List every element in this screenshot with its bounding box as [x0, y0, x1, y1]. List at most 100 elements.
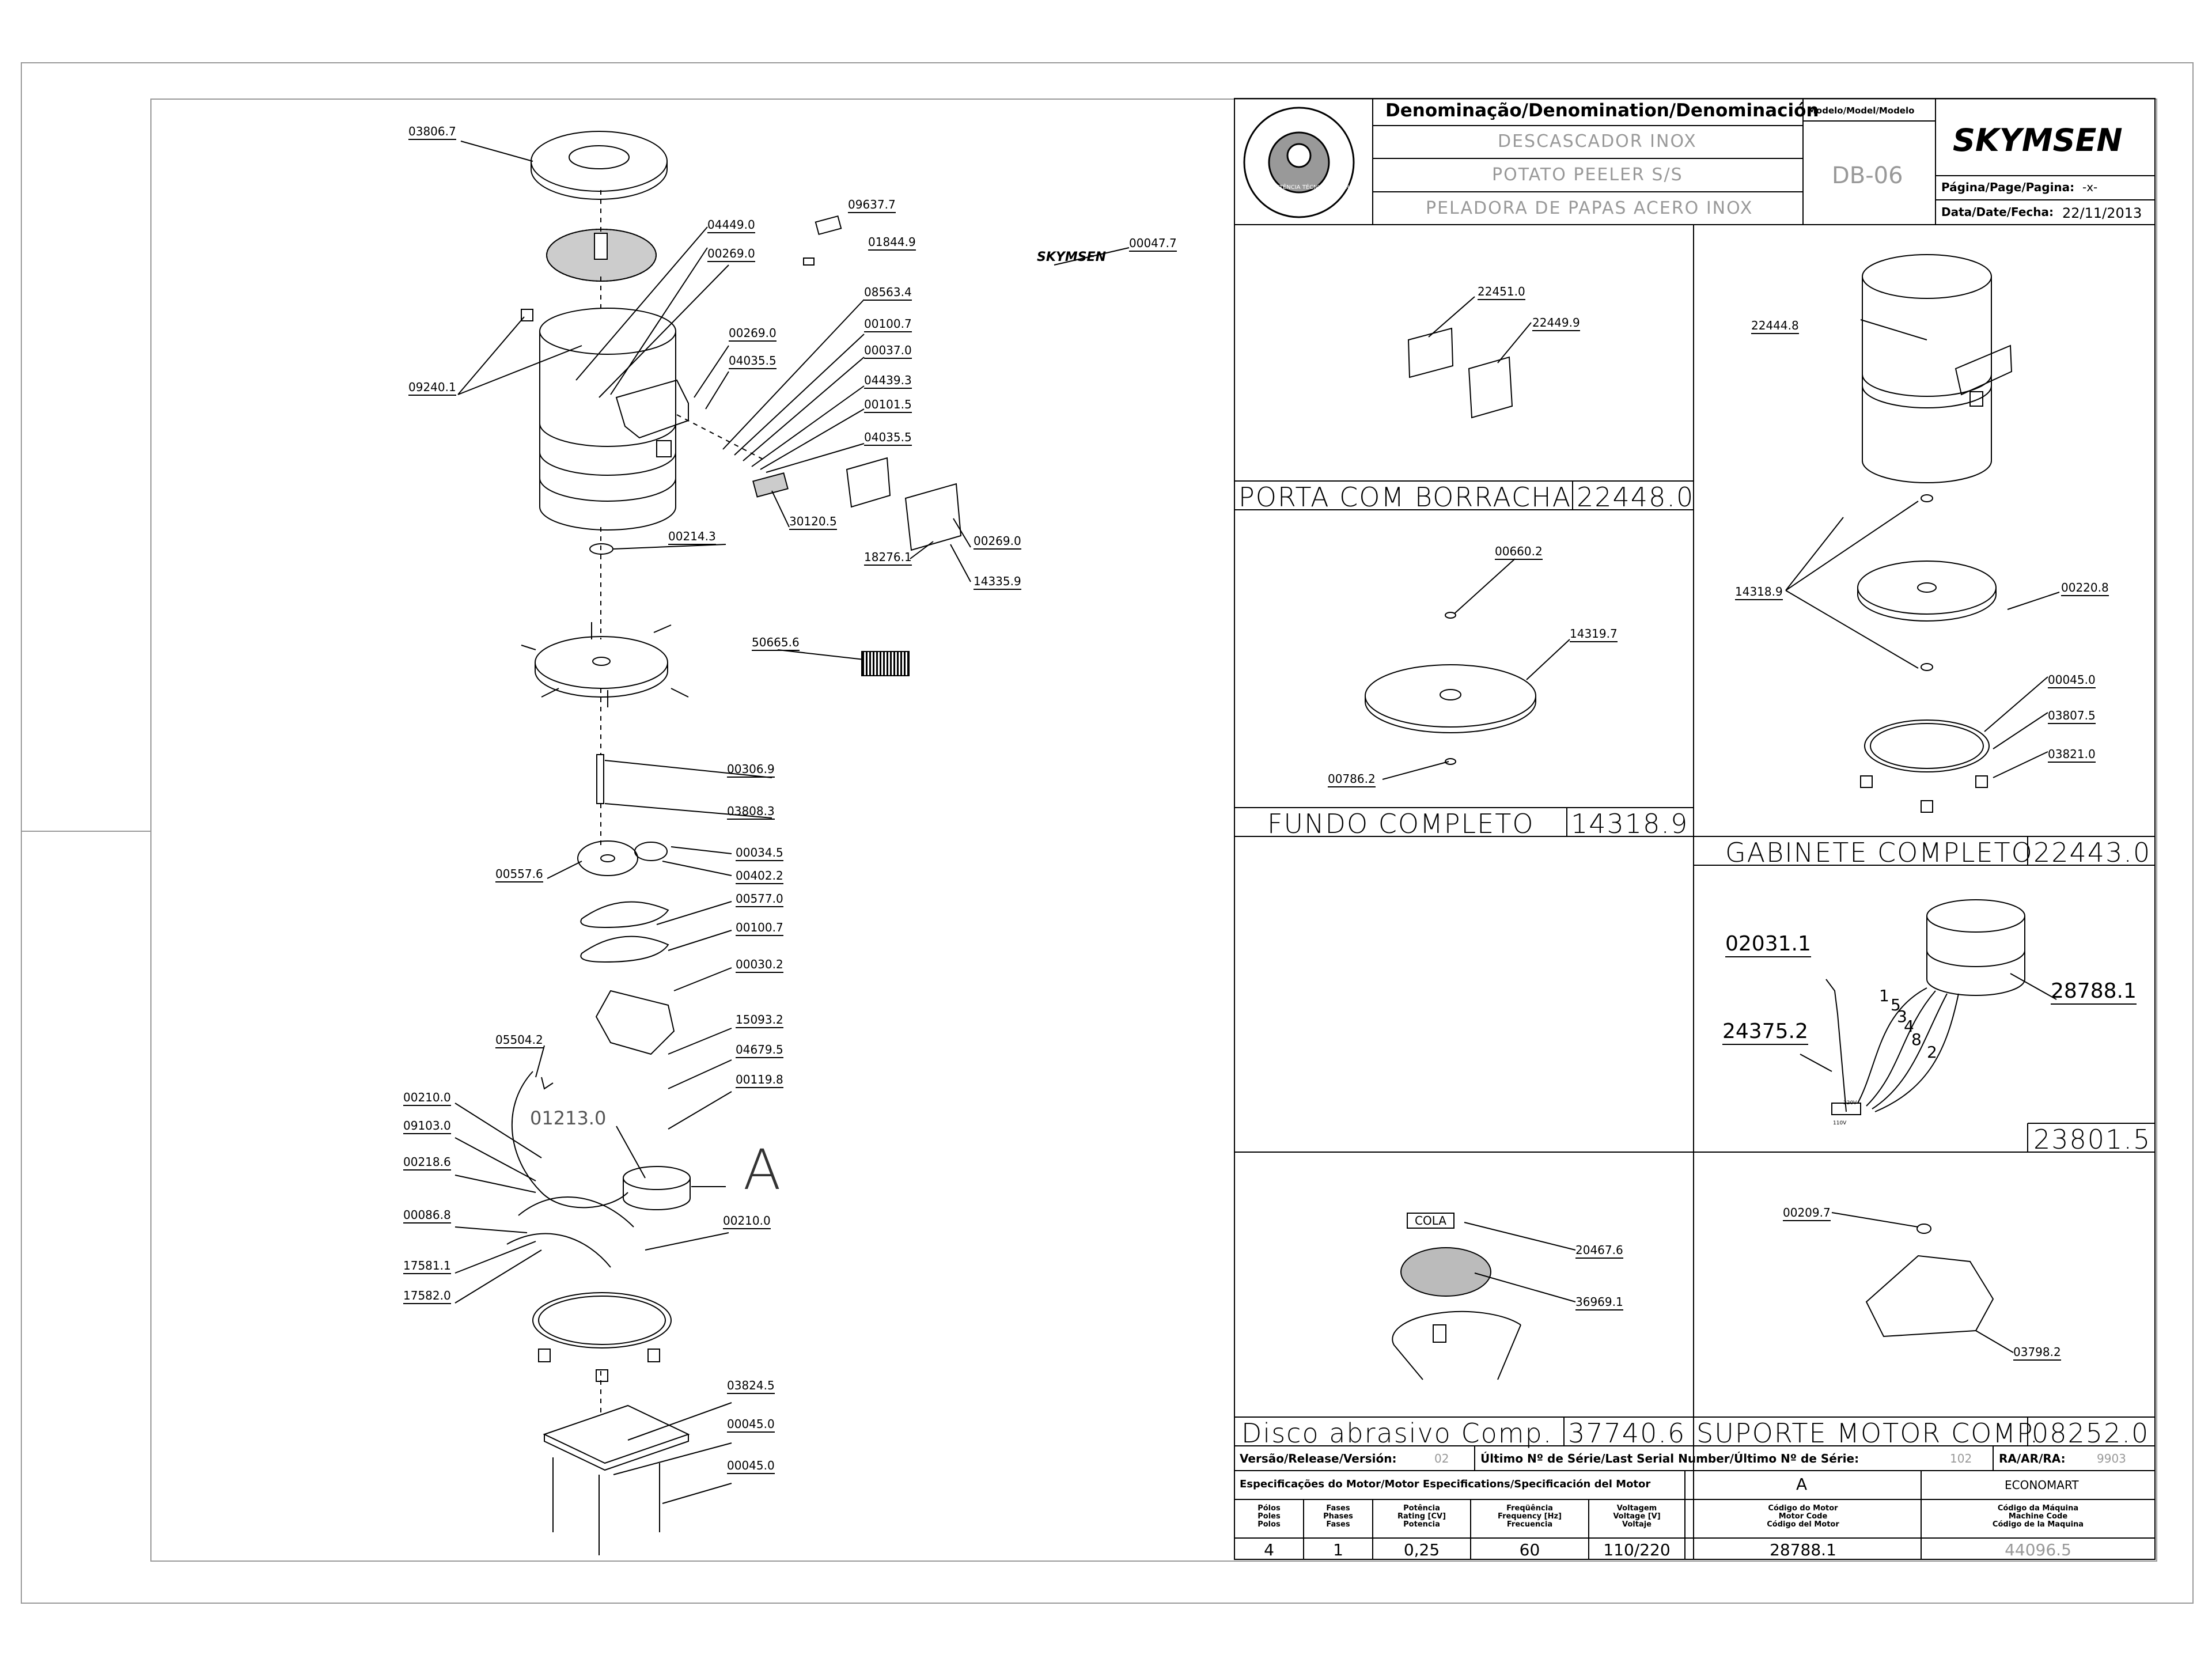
callout: 22444.8: [1751, 319, 1799, 334]
callout: 15093.2: [736, 1013, 783, 1028]
wire-number: 2: [1927, 1043, 1937, 1062]
model-value: DB-06: [1832, 162, 1903, 189]
warning-sticker-icon: [861, 651, 910, 676]
motor-spec-header: Especificações do Motor/Motor Especifica…: [1240, 1478, 1651, 1490]
panel-code-disco: 37740.6: [1568, 1418, 1686, 1449]
page-label: Página/Page/Pagina:: [1941, 180, 2075, 194]
date-value: 22/11/2013: [2062, 205, 2142, 221]
callout: 03798.2: [2013, 1345, 2061, 1361]
value-voltage: 110/220: [1603, 1540, 1671, 1559]
panel-title-fundo: FUNDO COMPLETO: [1267, 808, 1535, 839]
callout: 17581.1: [403, 1259, 451, 1274]
callout: 03806.7: [408, 124, 456, 140]
value-poles: 4: [1264, 1540, 1274, 1559]
callout: 22449.9: [1532, 316, 1580, 331]
callout: 03821.0: [2048, 747, 2096, 763]
callout: 04679.5: [736, 1043, 783, 1058]
frame-divider: [21, 831, 150, 832]
value-frequency: 60: [1519, 1540, 1540, 1559]
callout: 04449.0: [707, 218, 755, 233]
version-label: Versão/Release/Versión:: [1240, 1452, 1397, 1465]
name-es: PELADORA DE PAPAS ACERO INOX: [1426, 198, 1753, 218]
callout: 00047.7: [1129, 236, 1177, 252]
callout: 00045.0: [2048, 673, 2096, 688]
callout: 00269.0: [974, 534, 1021, 550]
panel-title-gabinete: GABINETE COMPLETO: [1725, 837, 2033, 868]
callout: 01844.9: [868, 235, 916, 251]
callout: 30120.5: [789, 514, 837, 530]
callout: 24375.2: [1722, 1020, 1808, 1045]
wire-number: 3: [1897, 1007, 1907, 1026]
callout: 14319.7: [1570, 627, 1618, 642]
callout: 03824.5: [727, 1378, 775, 1394]
terminal-label: 110V: [1833, 1120, 1847, 1126]
callout: 09103.0: [403, 1119, 451, 1134]
callout: 18276.1: [864, 550, 912, 566]
value-motor-code: 28788.1: [1770, 1540, 1836, 1559]
callout: 00086.8: [403, 1208, 451, 1224]
callout: 00660.2: [1495, 544, 1543, 560]
callout: 00037.0: [864, 343, 912, 359]
callout: 36969.1: [1575, 1295, 1623, 1310]
callout: 00101.5: [864, 397, 912, 413]
callout: 00269.0: [707, 247, 755, 262]
callout: 00210.0: [403, 1090, 451, 1106]
model-header: Modelo/Model/Modelo: [1808, 105, 1915, 116]
callout: 00034.5: [736, 846, 783, 861]
view-letter: A: [743, 1138, 781, 1202]
panel-code-porta: 22448.0: [1577, 482, 1695, 513]
callout: 00214.3: [668, 529, 716, 545]
callout: 00045.0: [727, 1459, 775, 1474]
callout: 00218.6: [403, 1155, 451, 1171]
seal: [1243, 107, 1355, 218]
date-label: Data/Date/Fecha:: [1941, 205, 2054, 219]
panel-title-porta: PORTA COM BORRACHA: [1238, 482, 1572, 513]
brand-logo: SKYMSEN: [1953, 122, 2123, 158]
callout: 28788.1: [2051, 979, 2137, 1005]
panel-code-gabinete: 22443.0: [2033, 837, 2152, 868]
callout: 03808.3: [727, 804, 775, 820]
ra-label: RA/AR/RA:: [1999, 1452, 2066, 1465]
callout: 00100.7: [736, 921, 783, 936]
motor-spec-b: ECONOMART: [2005, 1478, 2079, 1492]
panel-code-motor: 23801.5: [2033, 1124, 2152, 1155]
serial-label: Último Nº de Série/Last Serial Number/Úl…: [1480, 1452, 1859, 1465]
terminal-label: 220V: [1843, 1100, 1857, 1106]
wire-number: 8: [1911, 1030, 1922, 1049]
callout: 14335.9: [974, 574, 1021, 590]
callout: 00786.2: [1328, 772, 1376, 787]
outer-frame: [21, 62, 2194, 1604]
motor-spec-a: A: [1796, 1475, 1808, 1494]
cola-tag: COLA: [1407, 1213, 1455, 1229]
value-rating: 0,25: [1403, 1540, 1440, 1559]
callout: 08563.4: [864, 285, 912, 301]
callout: 04035.5: [729, 354, 777, 369]
brand-logo-small: SKYMSEN: [1037, 250, 1107, 264]
callout: 09637.7: [848, 198, 896, 213]
callout: 00269.0: [729, 326, 777, 342]
callout: 00030.2: [736, 957, 783, 973]
callout: 00209.7: [1783, 1206, 1831, 1221]
callout: 14318.9: [1735, 585, 1783, 600]
callout: 20467.6: [1575, 1243, 1623, 1259]
callout: 00210.0: [723, 1214, 771, 1229]
callout: 00100.7: [864, 317, 912, 332]
name-pt: DESCASCADOR INOX: [1498, 131, 1697, 151]
ra-value: 9903: [2097, 1452, 2126, 1465]
panel-code-suporte: 08252.0: [2032, 1418, 2150, 1449]
panel-code-fundo: 14318.9: [1571, 808, 1689, 839]
callout: 02031.1: [1725, 932, 1811, 957]
callout: 00306.9: [727, 762, 775, 778]
name-en: POTATO PEELER S/S: [1492, 165, 1683, 185]
callout: 50665.6: [752, 635, 800, 651]
callout: 00577.0: [736, 892, 783, 907]
callout: 17582.0: [403, 1289, 451, 1304]
panel-title-suporte: SUPORTE MOTOR COMP.: [1696, 1418, 2040, 1449]
